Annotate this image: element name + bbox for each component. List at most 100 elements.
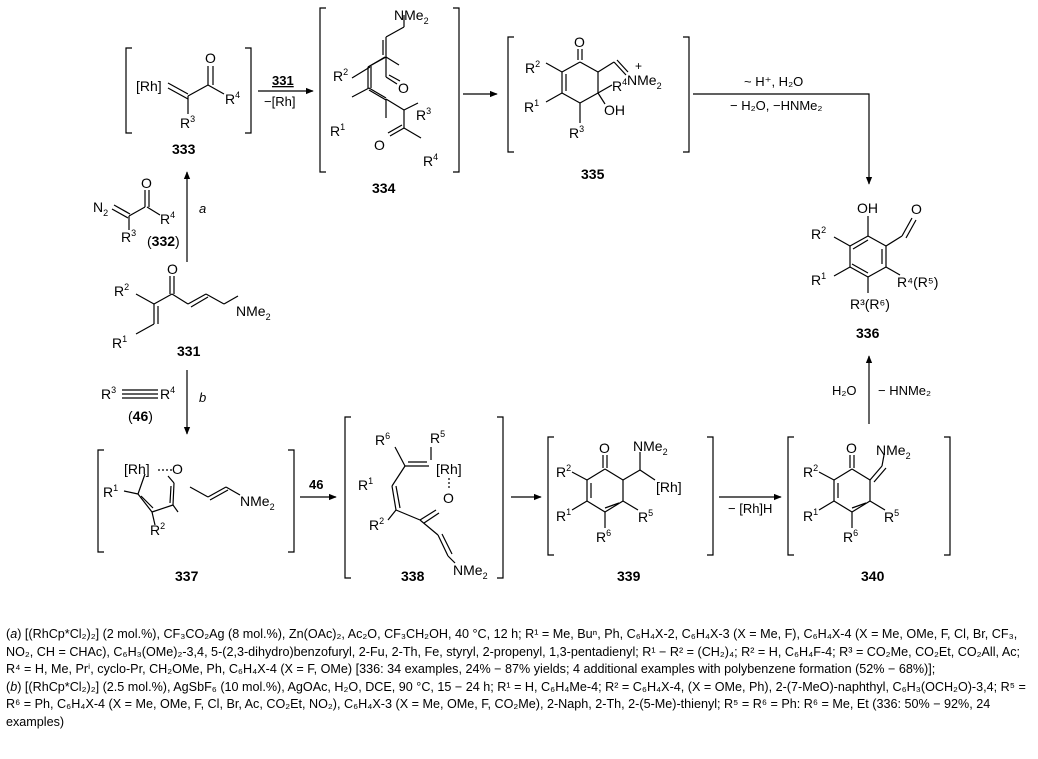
atom-r1-337: R1	[103, 483, 118, 500]
atom-oh-335: OH	[604, 102, 625, 118]
bracket-335-left	[507, 36, 514, 153]
atom-rh-333: [Rh]	[136, 78, 162, 94]
atom-r5-339: R5	[638, 508, 653, 525]
label-46: (46)	[128, 408, 153, 424]
atom-o-338: O	[443, 490, 454, 506]
label-331: 331	[177, 343, 201, 359]
atom-r3-46: R3	[101, 385, 116, 402]
condition-loss-rhh: − [Rh]H	[728, 501, 772, 516]
atom-r4-332: R4	[160, 210, 175, 227]
label-332: (332)	[147, 233, 180, 249]
atom-r3-332: R3	[121, 228, 136, 245]
atom-r1-340: R1	[803, 507, 818, 524]
atom-r6-340: R6	[843, 528, 858, 545]
conditions-b-text: [(RhCp*Cl₂)₂] (2.5 mol.%), AgSbF₆ (10 mo…	[6, 679, 1026, 729]
atom-r4-334: R4	[423, 152, 438, 169]
path-a-label: a	[199, 201, 206, 216]
reaction-scheme: [Rh] O R4 R3 333 331 −[Rh] NMe2 R2 O R1 …	[93, 7, 951, 584]
label-337: 337	[175, 568, 199, 584]
atom-nme2-337: NMe2	[240, 493, 275, 512]
arrow-335-to-336	[693, 93, 873, 185]
conditions-b-tag: b	[10, 679, 18, 694]
atom-r2-331: R2	[114, 282, 129, 299]
bracket-340-right	[944, 436, 951, 556]
structure-339	[571, 452, 656, 528]
atom-o-335: O	[574, 34, 585, 50]
bracket-337-left	[97, 449, 104, 553]
conditions-a-text: [(RhCp*Cl₂)₂] (2 mol.%), CF₃CO₂Ag (8 mol…	[6, 627, 1021, 677]
bracket-334-left	[319, 7, 326, 173]
atom-r1-335: R1	[524, 98, 539, 115]
bracket-339-right	[707, 436, 714, 556]
reaction-conditions: (a) [(RhCp*Cl₂)₂] (2 mol.%), CF₃CO₂Ag (8…	[6, 626, 1034, 732]
structure-333	[167, 66, 225, 114]
atom-r4r5-336: R⁴(R⁵)	[897, 274, 938, 290]
label-335: 335	[581, 166, 605, 182]
atom-r1-339: R1	[556, 507, 571, 524]
structure-46	[122, 389, 158, 399]
bracket-337-right	[288, 449, 295, 553]
bracket-333-left	[125, 47, 132, 134]
atom-r2-337: R2	[150, 521, 165, 538]
atom-r2-335: R2	[525, 59, 540, 76]
atom-r2-334: R2	[333, 67, 348, 84]
atom-r1-338: R1	[358, 476, 373, 493]
condition-h-h2o: ~ H⁺, H₂O	[744, 74, 803, 89]
atom-r4-46: R4	[160, 385, 175, 402]
atom-r4-335: R4	[612, 77, 627, 94]
atom-r2-340: R2	[803, 463, 818, 480]
conditions-a-tag: a	[10, 627, 18, 641]
label-339: 339	[617, 568, 641, 584]
atom-r3-335: R3	[569, 124, 584, 141]
atom-rh-337: [Rh]	[124, 461, 150, 477]
structure-335	[545, 49, 629, 123]
bracket-340-left	[787, 436, 794, 556]
conditions-a: (a) [(RhCp*Cl₂)₂] (2 mol.%), CF₃CO₂Ag (8…	[6, 627, 1021, 677]
atom-r2-338: R2	[369, 516, 384, 533]
atom-o-340: O	[846, 440, 857, 456]
atom-r3-333: R3	[180, 114, 195, 131]
structure-336	[833, 216, 917, 293]
structure-338	[387, 446, 456, 564]
structure-340	[818, 454, 887, 528]
bracket-335-right	[683, 36, 690, 153]
atom-o-334a: O	[398, 80, 409, 96]
atom-nme2-335: NMe2	[627, 72, 662, 91]
reagent-331-label: 331	[272, 73, 294, 88]
atom-r1-334: R1	[330, 122, 345, 139]
reagent-46-label: 46	[309, 477, 323, 492]
atom-r5-338: R5	[430, 429, 445, 446]
label-336: 336	[856, 325, 880, 341]
atom-r2-339: R2	[556, 463, 571, 480]
condition-h2o-336: H₂O	[832, 383, 857, 398]
loss-rh-label: −[Rh]	[264, 94, 295, 109]
atom-o-333: O	[205, 50, 216, 66]
atom-o-334b: O	[374, 137, 385, 153]
bracket-339-left	[547, 436, 554, 556]
condition-loss-h2o-hnme2: − H₂O, −HNMe₂	[730, 98, 822, 113]
label-333: 333	[172, 141, 196, 157]
structure-337	[123, 469, 241, 526]
atom-oh-336: OH	[857, 200, 878, 216]
atom-nme2-338: NMe2	[453, 562, 488, 581]
atom-o-332: O	[141, 175, 152, 191]
atom-rh-339: [Rh]	[656, 479, 682, 495]
atom-nme2-331: NMe2	[236, 303, 271, 322]
label-338: 338	[401, 568, 425, 584]
structure-334	[351, 15, 422, 139]
bracket-338-left	[344, 416, 351, 579]
label-340: 340	[861, 568, 885, 584]
bracket-334-right	[453, 7, 460, 173]
path-b-label: b	[199, 390, 206, 405]
atom-r1-336: R1	[811, 271, 826, 288]
atom-o-337: O	[172, 461, 183, 477]
atom-o-331: O	[167, 261, 178, 277]
structure-332	[111, 190, 161, 230]
conditions-b: (b) [(RhCp*Cl₂)₂] (2.5 mol.%), AgSbF₆ (1…	[6, 679, 1026, 729]
atom-n2-332: N2	[93, 199, 108, 218]
atom-r6-338: R6	[375, 431, 390, 448]
label-334: 334	[372, 180, 396, 196]
atom-nme2-340: NMe2	[876, 442, 911, 461]
atom-r2-336: R2	[811, 225, 826, 242]
condition-loss-hnme2-336: − HNMe₂	[878, 383, 931, 398]
